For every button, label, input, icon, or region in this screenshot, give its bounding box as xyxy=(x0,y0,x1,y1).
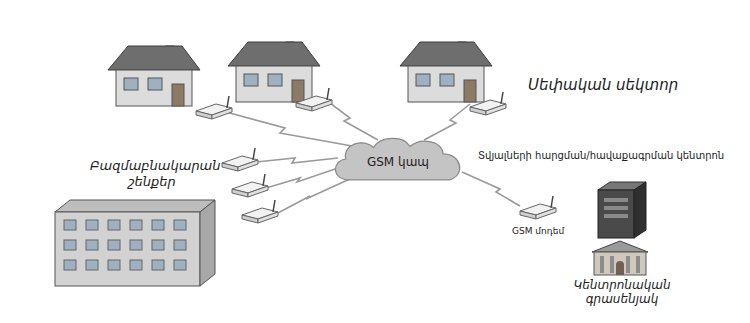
device-label: GSM մոդեմ xyxy=(512,226,564,237)
cloud-label: GSM կապ xyxy=(367,149,429,169)
office-label: Կենտրոնական գրասենյակ xyxy=(562,278,682,307)
center-label: Տվյալների հարցման/հավաքագրման կենտրոն xyxy=(478,150,724,162)
network-cloud: GSM կապ xyxy=(328,134,468,184)
gsm-modem xyxy=(222,148,258,171)
gsm-modem xyxy=(242,200,278,223)
apartment-building xyxy=(55,200,215,286)
sector-label: Սեփական սեկտոր xyxy=(528,76,678,94)
office-building xyxy=(592,241,648,275)
radio-link xyxy=(226,100,520,214)
server xyxy=(598,182,646,238)
cloud-outline xyxy=(335,138,459,179)
gsm-modem xyxy=(296,88,332,111)
house xyxy=(108,46,200,106)
gsm-modem xyxy=(196,96,232,119)
gsm-modem xyxy=(232,174,268,197)
house xyxy=(228,42,320,102)
gsm-modem xyxy=(520,196,556,219)
house xyxy=(400,42,492,102)
group-label: Բազմաբնակարան շենքեր xyxy=(90,158,214,189)
gsm-modem xyxy=(470,92,506,115)
